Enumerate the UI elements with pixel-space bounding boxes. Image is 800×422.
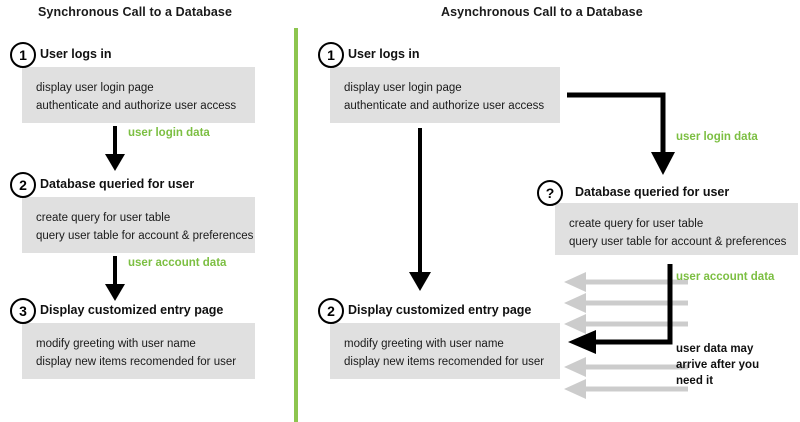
step-badge-sync-1: 1 [10,42,36,68]
flow-arrow-sync-1 [105,126,125,171]
step-heading-sync-1: User logs in [40,47,112,61]
step-badge-sync-3: 3 [10,298,36,324]
step-badge-async-1: 1 [318,42,344,68]
detail-line: display new items recomended for user [344,356,545,368]
detail-box-async-2: modify greeting with user name display n… [330,323,560,379]
step-heading-sync-2: Database queried for user [40,177,195,191]
flow-label-sync-account-data: user account data [128,257,227,269]
step-badge-async-db: ? [537,180,563,206]
ghost-arrow-4 [564,357,688,377]
flow-label-async-account-data: user account data [676,271,775,283]
detail-box-async-db: create query for user table query user t… [555,203,798,255]
detail-box-sync-1: display user login page authenticate and… [22,67,255,123]
async-warning-note-line: need it [676,375,714,387]
async-warning-note-line: user data may [676,343,754,355]
flow-arrow-sync-2 [105,256,125,301]
detail-line: authenticate and authorize user access [344,100,545,112]
detail-line: modify greeting with user name [36,338,196,350]
panel-divider [294,28,298,422]
flow-arrow-async-return-data [568,264,673,354]
flow-arrow-async-branch-to-db [567,92,675,175]
panel-title-asynchronous: Asynchronous Call to a Database [441,5,643,19]
flow-label-sync-login-data: user login data [128,127,210,139]
detail-line: create query for user table [36,212,171,224]
detail-line: display user login page [36,82,154,94]
detail-line: modify greeting with user name [344,338,504,350]
flow-label-async-login-data: user login data [676,131,758,143]
detail-box-async-1: display user login page authenticate and… [330,67,560,123]
flow-arrow-async-main-thread [409,128,431,291]
ghost-arrow-5 [564,379,688,399]
step-badge-async-2: 2 [318,298,344,324]
step-heading-async-db: Database queried for user [575,185,730,199]
detail-box-sync-3: modify greeting with user name display n… [22,323,255,379]
step-badge-sync-2: 2 [10,172,36,198]
detail-line: query user table for account & preferenc… [569,236,787,248]
async-warning-note-line: arrive after you [676,359,760,371]
step-heading-async-2: Display customized entry page [348,303,532,317]
panel-title-synchronous: Synchronous Call to a Database [38,5,233,19]
async-warning-note: user data may arrive after you need it [676,341,759,389]
detail-line: display user login page [344,82,462,94]
step-heading-sync-3: Display customized entry page [40,303,224,317]
detail-box-sync-2: create query for user table query user t… [22,197,255,253]
detail-line: authenticate and authorize user access [36,100,237,112]
detail-line: display new items recomended for user [36,356,237,368]
detail-line: query user table for account & preferenc… [36,230,254,242]
detail-line: create query for user table [569,218,704,230]
step-heading-async-1: User logs in [348,47,420,61]
